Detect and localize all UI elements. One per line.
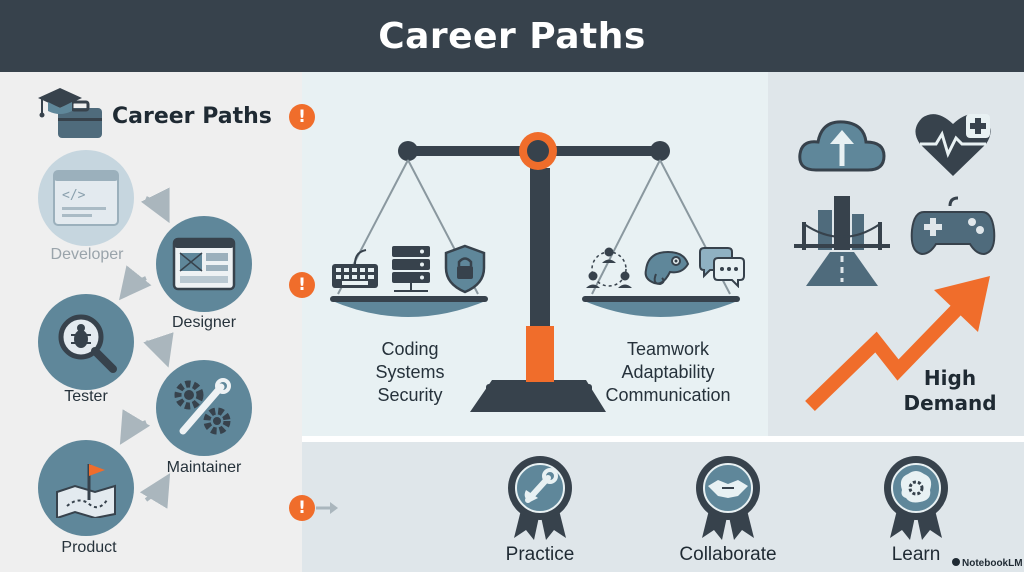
code-window-icon: </> [53, 170, 119, 226]
city-bridge-icon [794, 196, 890, 286]
gamepad-icon [910, 196, 996, 256]
badge-practice-label: Practice [505, 544, 575, 565]
role-tester [38, 294, 134, 390]
skill-label: Communication [605, 385, 731, 405]
trend-arrow-icon [805, 276, 990, 412]
handshake-icon [696, 456, 760, 540]
wrench-hand-icon [508, 456, 572, 540]
role-flow-arrows [119, 187, 174, 509]
notebooklm-watermark: NotebookLM [952, 558, 1023, 569]
alert-icon: ! [289, 104, 315, 130]
layout-window-icon [172, 237, 236, 291]
brain-gear-icon [884, 456, 948, 540]
high-demand-label: High Demand [900, 366, 1000, 416]
role-tester-label: Tester [64, 388, 108, 405]
server-icon [392, 246, 430, 292]
alert-icon: ! [289, 272, 315, 298]
chat-bubbles-icon [699, 247, 745, 288]
svg-text:</>: </> [62, 188, 86, 203]
alert-icon: ! [289, 495, 315, 521]
keyboard-icon [332, 249, 378, 288]
badge-learn-label: Learn [891, 544, 941, 565]
role-maintainer-label: Maintainer [166, 459, 242, 476]
role-developer: </> [38, 150, 134, 246]
watermark-text: NotebookLM [962, 558, 1023, 569]
skill-label: Coding [381, 339, 439, 359]
badge-collaborate-label: Collaborate [679, 544, 777, 565]
map-flag-icon [56, 464, 116, 518]
arrow-right-icon [316, 502, 338, 514]
header-bar: Career Paths [0, 0, 1024, 72]
team-network-icon [586, 247, 632, 288]
high-demand-line: High [923, 366, 977, 390]
left-panel-title: Career Paths [112, 104, 272, 129]
role-designer [156, 216, 252, 312]
role-product [38, 440, 134, 536]
page-title: Career Paths [378, 15, 646, 57]
bug-magnifier-icon [58, 314, 117, 373]
graduation-briefcase-icon [38, 88, 102, 138]
role-product-label: Product [61, 539, 117, 556]
gears-wrench-icon [174, 378, 231, 435]
skill-label: Adaptability [621, 362, 715, 382]
role-maintainer [156, 360, 252, 456]
skill-label: Teamwork [626, 339, 710, 359]
panel-divider [302, 436, 1024, 442]
cloud-upload-icon [798, 120, 886, 172]
shield-lock-icon [444, 244, 486, 294]
chameleon-icon [644, 250, 690, 286]
notebooklm-logo-icon [952, 558, 960, 566]
heart-health-icon [915, 114, 991, 176]
left-pan-skills: Coding Systems Security [350, 338, 470, 407]
right-pan-skills: Teamwork Adaptability Communication [588, 338, 748, 407]
balance-scale [330, 132, 740, 412]
role-designer-label: Designer [171, 314, 237, 331]
skill-label: Security [377, 385, 443, 405]
role-developer-label: Developer [50, 246, 124, 263]
high-demand-line: Demand [903, 391, 997, 415]
skill-label: Systems [375, 362, 445, 382]
